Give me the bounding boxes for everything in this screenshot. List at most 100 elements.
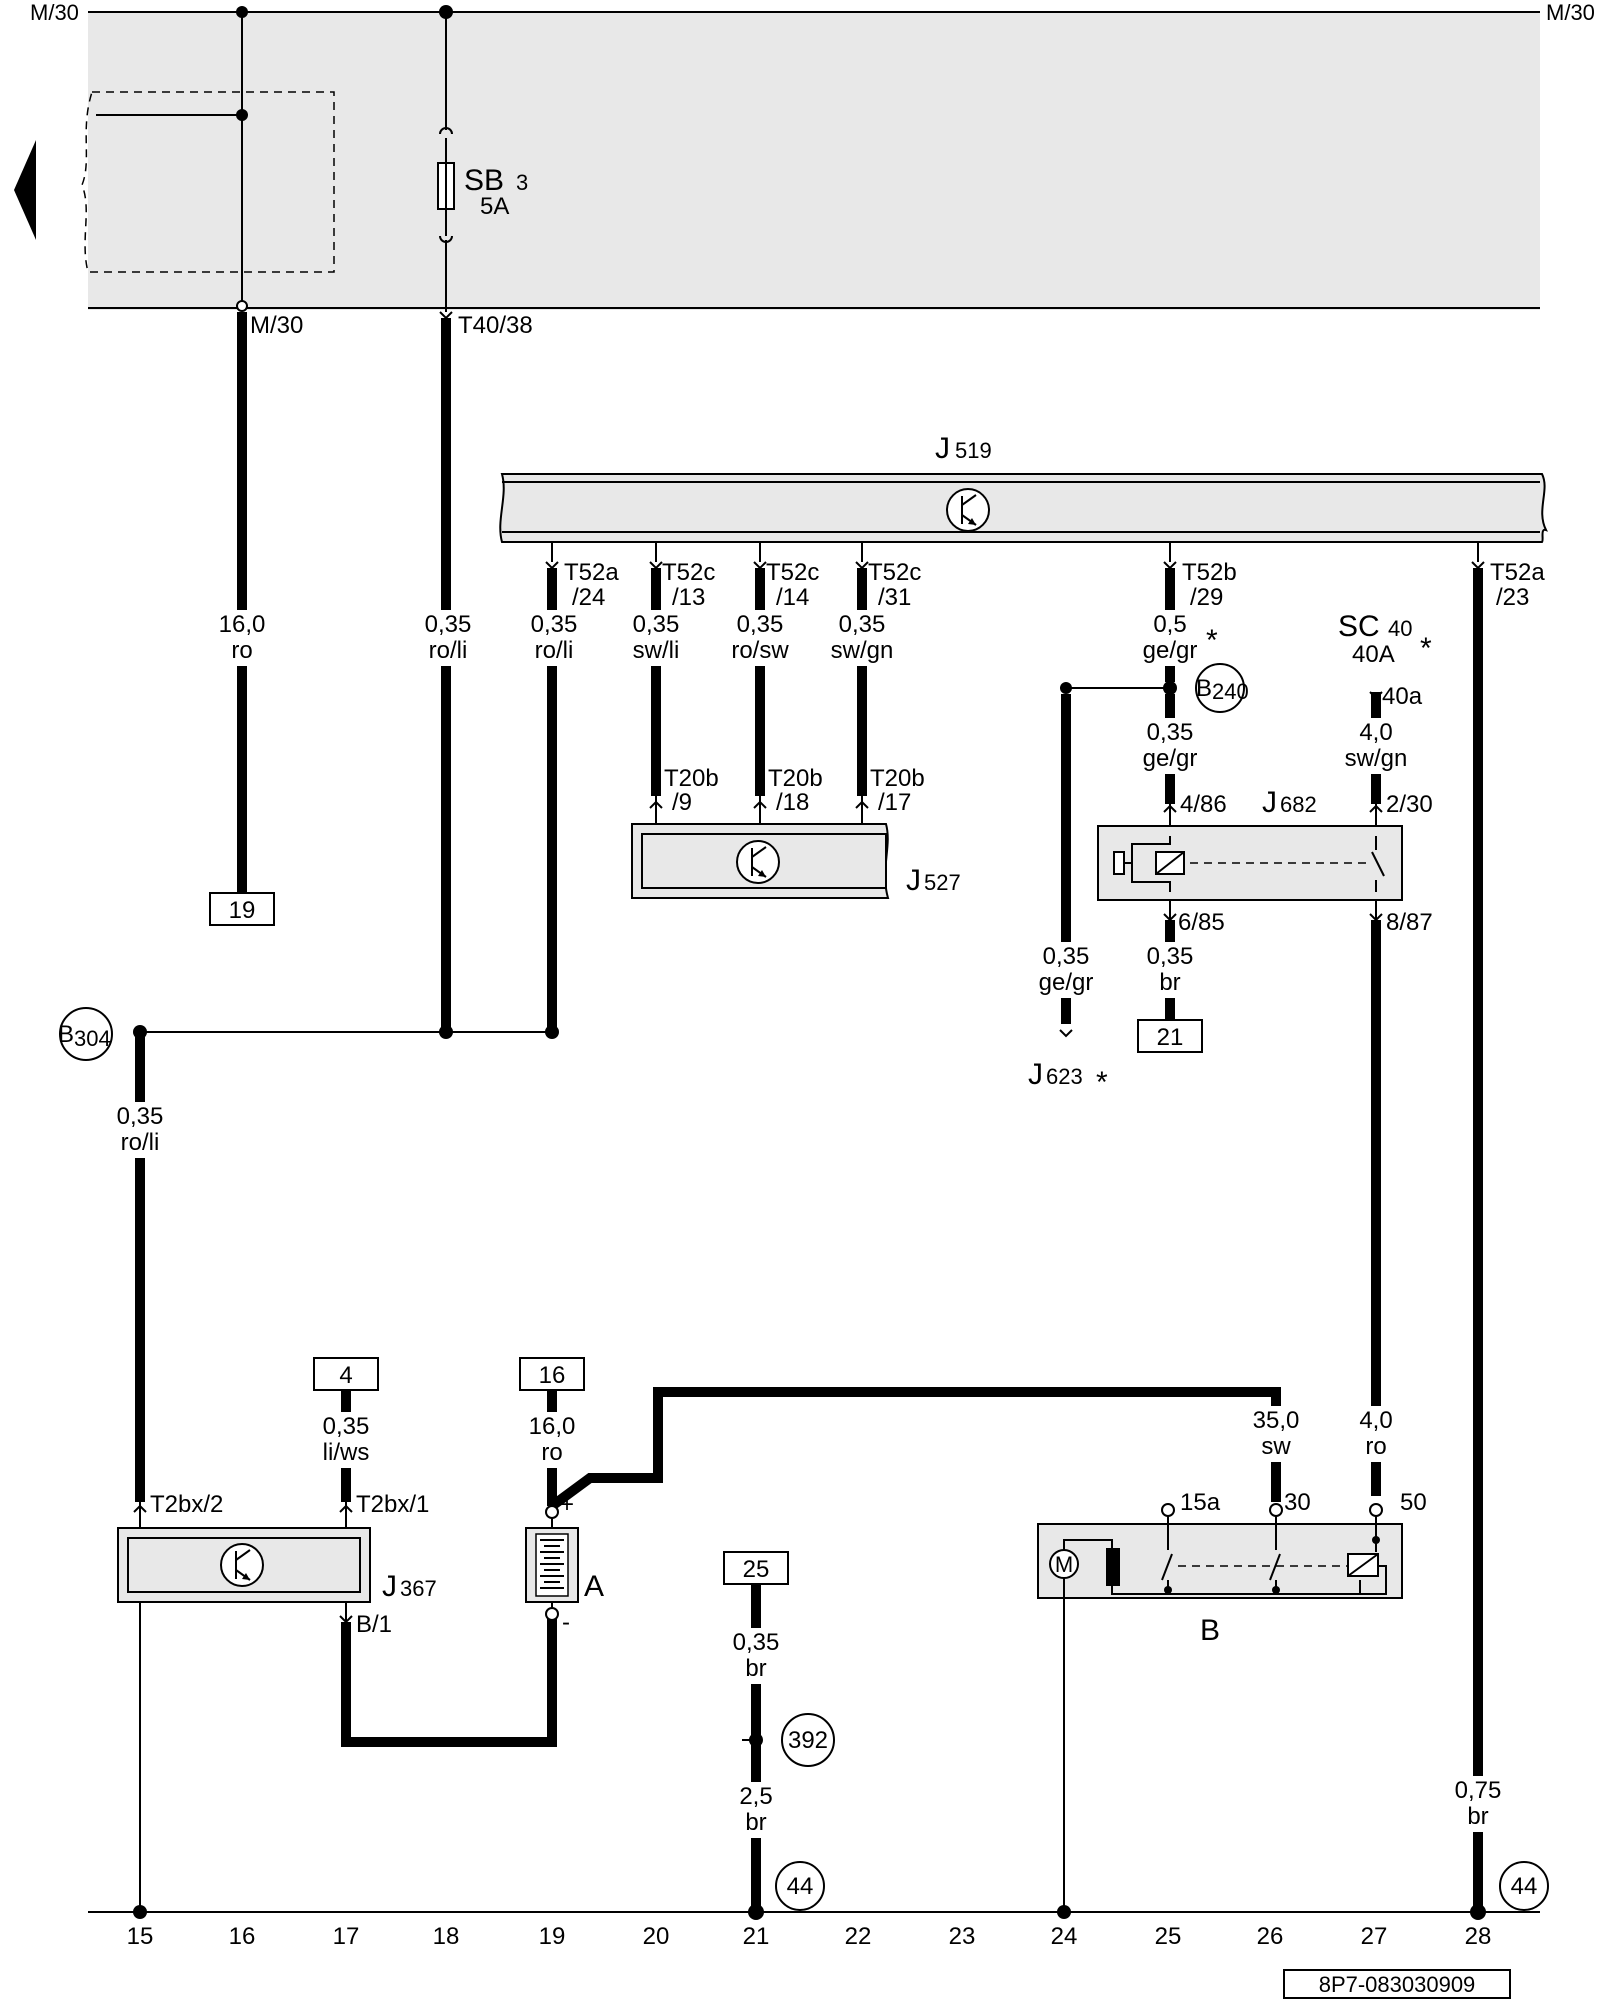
junction-dot <box>1272 1586 1280 1594</box>
wire-color: ro/li <box>429 637 468 664</box>
battery-minus-label: - <box>562 1609 570 1636</box>
wire-size: 0,35 <box>733 1629 780 1656</box>
svg-text:/14: /14 <box>776 584 809 611</box>
wire-label-bg <box>1444 1776 1514 1832</box>
doc-code: 8P7-083030909 <box>1319 1972 1476 1997</box>
j527-sub: 527 <box>924 870 961 895</box>
j519-pin-t52a-24: T52a /24 <box>545 542 619 611</box>
wire-color: br <box>745 1655 766 1682</box>
svg-text:28: 28 <box>1465 1923 1492 1950</box>
junction-dot <box>236 6 248 18</box>
internal-dashed-box <box>81 91 335 273</box>
m30-pin <box>236 300 248 312</box>
wire-color: ge/gr <box>1143 637 1198 664</box>
starter-internal-wire <box>1111 1580 1361 1595</box>
j682-pin-30-label: 2/30 <box>1386 791 1433 818</box>
j367-pin-t2bx-1 <box>339 1504 353 1513</box>
svg-text:T52c: T52c <box>662 559 715 586</box>
j623-sub: 623 <box>1046 1064 1083 1089</box>
relay-coil-wire <box>1131 863 1171 892</box>
wire-color: sw <box>1261 1433 1291 1460</box>
wire-color: ro/sw <box>731 637 789 664</box>
starter-pin-15a <box>1161 1503 1175 1517</box>
b304-sub: 304 <box>74 1026 111 1051</box>
j682-name: J <box>1262 786 1277 819</box>
wire-size: 0,35 <box>1147 943 1194 970</box>
wire-size: 4,0 <box>1359 1407 1392 1434</box>
starter-switch-icon <box>1161 1553 1173 1581</box>
svg-text:22: 22 <box>845 1923 872 1950</box>
rail-label-right: M/30 <box>1546 0 1595 25</box>
sc40-sub: 40 <box>1388 616 1412 641</box>
fuse-sub: 3 <box>516 170 528 195</box>
ref-box-19-label: 19 <box>229 897 256 924</box>
wire-size: 0,35 <box>425 611 472 638</box>
wire-size: 0,75 <box>1455 1777 1502 1804</box>
j682-pin-85-label: 6/85 <box>1178 909 1225 936</box>
j367-pin-t2bx-2 <box>133 1504 147 1513</box>
j519-sub: 519 <box>955 438 992 463</box>
junction-dot <box>1057 1905 1071 1919</box>
asterisk: * <box>1206 624 1218 657</box>
wire-label-bg <box>520 610 584 666</box>
j527-name: J <box>906 864 921 897</box>
transistor-icon <box>946 488 990 532</box>
j682-pin-87-label: 8/87 <box>1386 909 1433 936</box>
ref-box-21 <box>1137 1019 1203 1053</box>
starter-pin-30 <box>1269 1503 1283 1517</box>
wire-color: ge/gr <box>1143 745 1198 772</box>
b304-name: B <box>58 1021 74 1048</box>
relay-switch-icon <box>1371 851 1385 877</box>
starter-pin-15a-label: 15a <box>1180 1489 1221 1516</box>
wire-label-bg <box>1236 1406 1316 1462</box>
wire-color: br <box>745 1809 766 1836</box>
junction-dot <box>133 1905 147 1919</box>
wire-label-bg <box>212 610 272 666</box>
wire-size: 2,5 <box>739 1783 772 1810</box>
j519-pin-t52b-29: T52b /29 <box>1163 542 1237 611</box>
starter-switch-icon <box>1269 1553 1281 1581</box>
junction-dot <box>1164 1586 1172 1594</box>
wire-color: sw/gn <box>831 637 894 664</box>
wire-26-sw <box>549 1387 1281 1511</box>
starter-internal-wire <box>1360 1565 1387 1595</box>
j623-name: J <box>1028 1058 1043 1091</box>
wire-color: ro <box>541 1439 562 1466</box>
starter-name: B <box>1200 1614 1220 1647</box>
ref-box-4-label: 4 <box>339 1362 352 1389</box>
b240-name: B <box>1196 675 1212 702</box>
svg-text:/31: /31 <box>878 584 911 611</box>
j519-pin-t52c-31: T52c /31 <box>855 542 921 611</box>
ground-point-44 <box>1499 1861 1549 1911</box>
wire-size: 0,5 <box>1153 611 1186 638</box>
svg-text:18: 18 <box>433 1923 460 1950</box>
wire-label-bg <box>1136 942 1204 998</box>
b240-connector <box>1195 663 1245 713</box>
j527-pin-t20b-9: T20b /9 <box>649 765 719 830</box>
svg-text:/23: /23 <box>1496 584 1529 611</box>
ref-box-21-label: 21 <box>1157 1024 1184 1051</box>
fuse-clip-top <box>439 127 453 135</box>
j367-sub: 367 <box>400 1576 437 1601</box>
svg-text:21: 21 <box>743 1923 770 1950</box>
rail-label-left: M/30 <box>30 0 79 25</box>
battery-minus-terminal <box>545 1607 559 1621</box>
starter-motor-icon: M <box>1049 1549 1079 1579</box>
svg-text:/9: /9 <box>672 789 692 816</box>
wire-color: li/ws <box>323 1439 370 1466</box>
solenoid-diag <box>1347 1553 1379 1577</box>
svg-text:/29: /29 <box>1190 584 1223 611</box>
ref-box-4 <box>313 1357 379 1391</box>
ground-point-44 <box>775 1861 825 1911</box>
j367-name: J <box>382 1570 397 1603</box>
wire-size: 35,0 <box>1253 1407 1300 1434</box>
wire-color: ro/li <box>535 637 574 664</box>
j367-pin-b1-label: B/1 <box>356 1611 392 1638</box>
battery-name: A <box>584 1570 604 1603</box>
starter-pin-50-label: 50 <box>1400 1489 1427 1516</box>
junction-dot <box>545 1025 559 1039</box>
relay-coil-diag <box>1155 851 1185 875</box>
wire-size: 0,35 <box>633 611 680 638</box>
junction-dot <box>1060 682 1072 694</box>
